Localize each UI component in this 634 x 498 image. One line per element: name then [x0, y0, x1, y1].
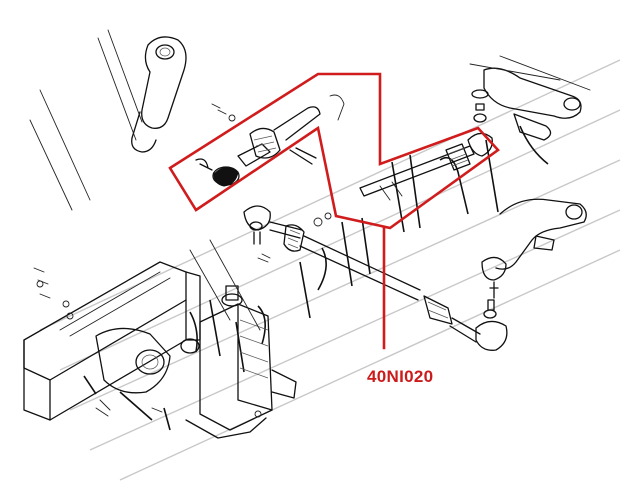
- watermark-letters: [83, 125, 549, 431]
- part-number-label: 40NI020: [367, 367, 434, 386]
- center-track-rod: [243, 205, 508, 351]
- upper-tie-rod-assembly: [195, 94, 345, 187]
- chassis-and-steering-box: [23, 239, 297, 439]
- upper-right-linkage: [359, 55, 591, 201]
- idler-arm: [481, 198, 587, 299]
- drop-arm: [29, 29, 187, 211]
- watermark-lines: [39, 59, 621, 481]
- part-highlight-outline: [168, 72, 500, 350]
